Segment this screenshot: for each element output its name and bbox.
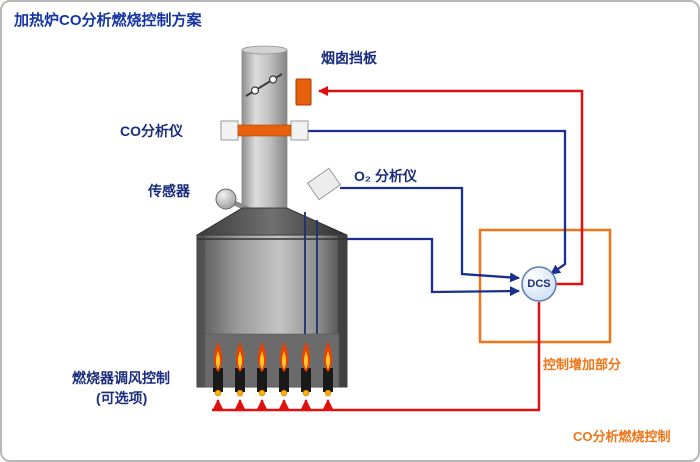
label-burner-control-line1: 燃烧器调风控制	[72, 370, 170, 386]
label-sensor: 传感器	[148, 183, 190, 199]
burner	[301, 342, 311, 397]
co-signal-line	[308, 129, 567, 275]
co-analyzer-band	[220, 120, 309, 141]
burner-control-line	[212, 302, 541, 412]
label-co-analyzer: CO分析仪	[120, 123, 183, 139]
footer-caption: CO分析燃烧控制	[573, 429, 671, 444]
dcs-label: DCS	[527, 278, 551, 290]
label-burner-control-line2: (可选项)	[96, 390, 148, 406]
burner-row	[213, 342, 333, 397]
burner	[323, 342, 333, 397]
damper-control-line	[318, 86, 584, 286]
signal-lines-blue	[308, 129, 567, 297]
furnace-body	[195, 207, 348, 388]
label-chimney-damper: 烟囱挡板	[321, 50, 377, 66]
control-added-box	[478, 228, 612, 344]
page-title: 加热炉CO分析燃烧控制方案	[14, 12, 202, 29]
damper-actuator-icon	[295, 78, 312, 106]
o2-analyzer-probe	[306, 167, 342, 201]
sensor-signal-line	[347, 237, 520, 297]
burner	[257, 342, 267, 397]
label-control-added: 控制增加部分	[543, 357, 622, 372]
dcs-node	[521, 266, 557, 302]
o2-signal-line	[340, 186, 520, 283]
burner	[235, 342, 245, 397]
burner	[279, 342, 289, 397]
damper-valve-icon	[245, 73, 283, 97]
control-lines-red	[212, 86, 584, 412]
label-o2-analyzer: O₂ 分析仪	[354, 168, 417, 184]
burner	[213, 342, 223, 397]
